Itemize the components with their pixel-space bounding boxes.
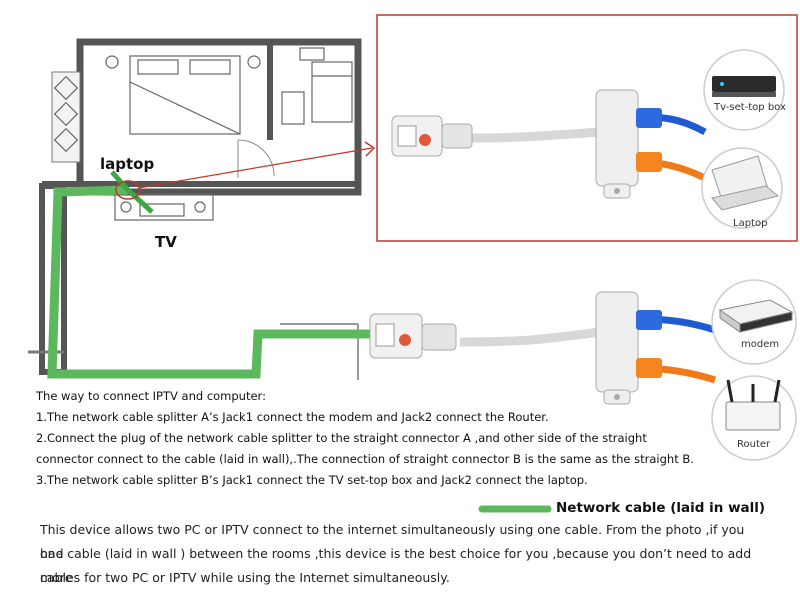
network-cable-path xyxy=(47,185,372,379)
floor-plan xyxy=(28,38,362,380)
description-line-3: cables for two PC or IPTV while using th… xyxy=(40,570,450,585)
laptop-branch xyxy=(110,170,154,214)
splitter-a-assembly xyxy=(369,291,717,405)
description-line-2: one cable (laid in wall ) between the ro… xyxy=(40,546,752,585)
instruction-step-1: 1.The network cable splitter A’s Jack1 c… xyxy=(36,410,549,424)
legend-network-cable: Network cable (laid in wall) xyxy=(556,500,766,516)
instruction-step-2: 2.Connect the plug of the network cable … xyxy=(36,431,647,445)
label-laptop-device: Laptop xyxy=(733,218,768,229)
label-tv-set-top-box: Tv-set-top box xyxy=(714,102,786,113)
set-top-box-icon xyxy=(712,76,776,97)
tv-icon xyxy=(114,193,214,221)
instruction-step-3: 3.The network cable splitter B’s Jack1 c… xyxy=(36,473,588,487)
label-router: Router xyxy=(737,439,771,450)
splitter-highlight-circle xyxy=(115,180,141,200)
arrow-head-icon xyxy=(364,141,376,157)
router-icon xyxy=(725,379,781,431)
modem-icon xyxy=(718,299,794,333)
label-tv: TV xyxy=(155,233,177,251)
description-line-1: This device allows two PC or IPTV connec… xyxy=(40,522,745,561)
laptop-icon xyxy=(711,155,780,211)
plant-symbols xyxy=(53,75,79,153)
instruction-heading: The way to connect IPTV and computer: xyxy=(36,389,266,403)
bed-icon xyxy=(105,55,261,135)
splitter-b-assembly xyxy=(391,89,707,199)
label-laptop: laptop xyxy=(100,155,155,173)
instruction-step-2-cont: connector connect to the cable (laid in … xyxy=(36,452,694,466)
label-modem: modem xyxy=(741,339,780,350)
